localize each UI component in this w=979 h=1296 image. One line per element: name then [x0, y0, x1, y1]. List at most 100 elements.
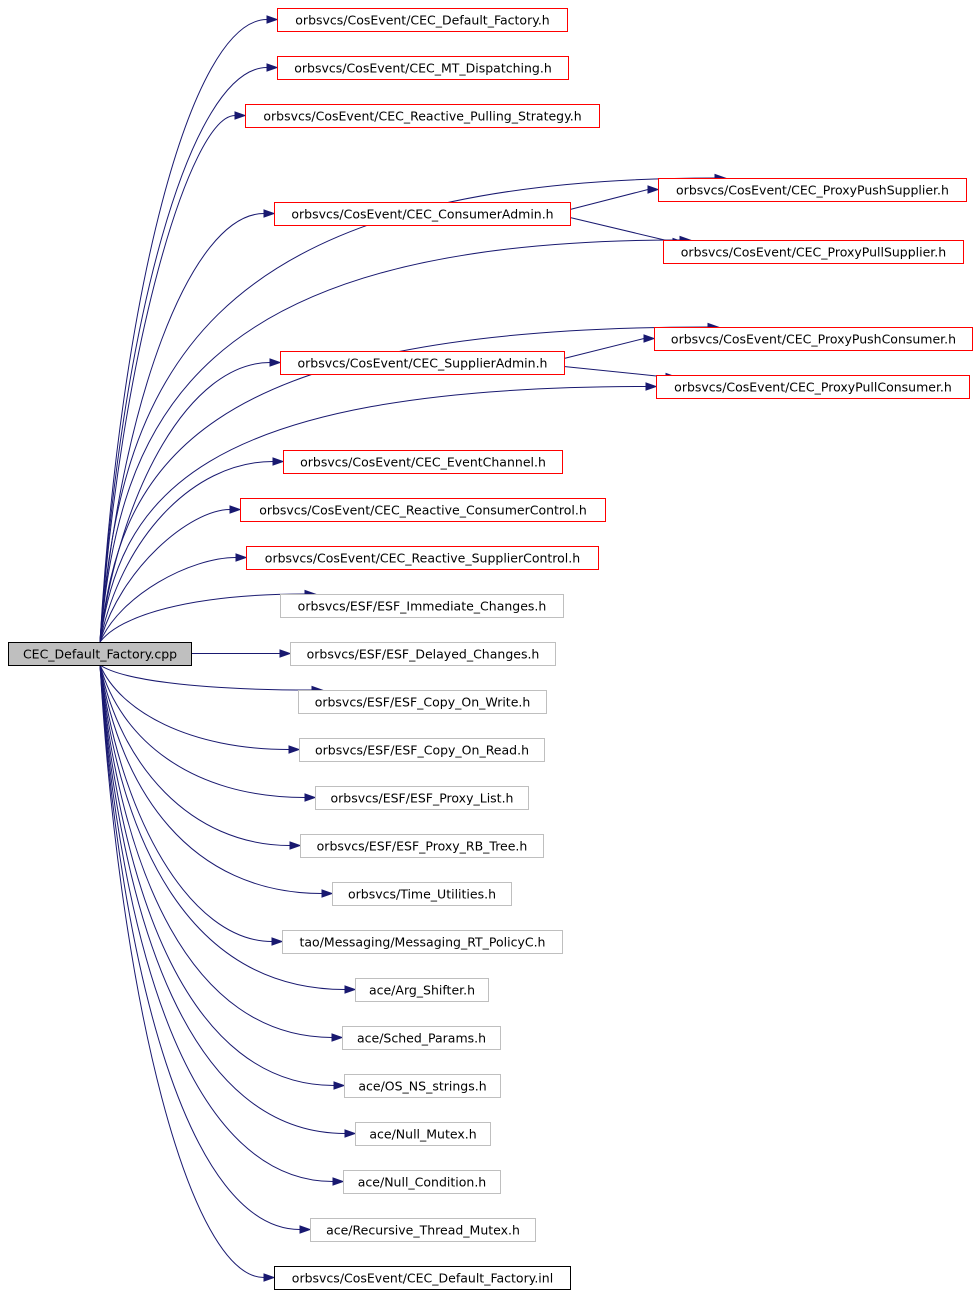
edge-root-n17: [99, 664, 317, 802]
node-label: orbsvcs/ESF/ESF_Copy_On_Read.h: [315, 743, 529, 758]
node-box: [355, 1122, 491, 1146]
include-node-n14[interactable]: orbsvcs/ESF/ESF_Delayed_Changes.h: [290, 642, 556, 666]
include-node-n12[interactable]: orbsvcs/CosEvent/CEC_Reactive_SupplierCo…: [246, 546, 599, 570]
arrowhead-root-n9: [645, 382, 658, 391]
edge-root-n25: [99, 664, 345, 1186]
node-label: orbsvcs/CosEvent/CEC_ProxyPullSupplier.h: [681, 245, 946, 260]
node-label: tao/Messaging/Messaging_RT_PolicyC.h: [300, 935, 546, 950]
include-node-n19[interactable]: orbsvcs/Time_Utilities.h: [332, 882, 512, 906]
node-label: orbsvcs/CosEvent/CEC_Default_Factory.h: [295, 13, 549, 28]
node-box: [298, 690, 547, 714]
node-label: orbsvcs/Time_Utilities.h: [348, 887, 496, 902]
node-label: orbsvcs/CosEvent/CEC_ProxyPushSupplier.h: [676, 183, 949, 198]
edge-root-n5: [99, 209, 276, 643]
include-node-n5[interactable]: orbsvcs/CosEvent/CEC_ConsumerAdmin.h: [274, 202, 571, 226]
include-node-n20[interactable]: tao/Messaging/Messaging_RT_PolicyC.h: [282, 930, 563, 954]
include-node-n25[interactable]: ace/Null_Condition.h: [343, 1170, 501, 1194]
edge-n8-n7: [563, 334, 656, 359]
node-label: ace/Sched_Params.h: [357, 1031, 486, 1046]
include-node-n7[interactable]: orbsvcs/CosEvent/CEC_ProxyPushConsumer.h: [654, 327, 973, 351]
node-label: orbsvcs/CosEvent/CEC_Default_Factory.inl: [292, 1271, 553, 1286]
arrowhead-root-n24: [344, 1129, 357, 1138]
node-box: [277, 56, 569, 80]
include-node-n2[interactable]: orbsvcs/CosEvent/CEC_MT_Dispatching.h: [277, 56, 569, 80]
edges-layer: [99, 15, 727, 1282]
node-label: ace/Null_Condition.h: [358, 1175, 486, 1190]
node-label: ace/Arg_Shifter.h: [369, 983, 475, 998]
include-node-n21[interactable]: ace/Arg_Shifter.h: [355, 978, 489, 1002]
node-label: orbsvcs/ESF/ESF_Proxy_List.h: [331, 791, 514, 806]
include-node-n15[interactable]: orbsvcs/ESF/ESF_Copy_On_Write.h: [298, 690, 547, 714]
arrowhead-root-n26: [299, 1225, 312, 1234]
edge-root-n2: [99, 63, 279, 643]
node-box: [315, 786, 529, 810]
include-node-n18[interactable]: orbsvcs/ESF/ESF_Proxy_RB_Tree.h: [300, 834, 544, 858]
arrowhead-root-n16: [288, 745, 301, 754]
include-node-n8[interactable]: orbsvcs/CosEvent/CEC_SupplierAdmin.h: [280, 351, 565, 375]
include-node-n11[interactable]: orbsvcs/CosEvent/CEC_Reactive_ConsumerCo…: [240, 498, 606, 522]
edge-root-n20: [99, 664, 284, 946]
arrowhead-root-n17: [304, 793, 317, 802]
arrowhead-root-n2: [266, 63, 279, 72]
node-box: [654, 327, 973, 351]
include-node-n9[interactable]: orbsvcs/CosEvent/CEC_ProxyPullConsumer.h: [656, 375, 970, 399]
arrowhead-root-n10: [272, 457, 285, 466]
include-node-n10[interactable]: orbsvcs/CosEvent/CEC_EventChannel.h: [283, 450, 563, 474]
root-node[interactable]: CEC_Default_Factory.cpp: [8, 642, 192, 666]
include-node-n6[interactable]: orbsvcs/CosEvent/CEC_ProxyPullSupplier.h: [663, 240, 964, 264]
arrowhead-root-n22: [331, 1033, 344, 1042]
node-label: orbsvcs/ESF/ESF_Proxy_RB_Tree.h: [317, 839, 528, 854]
node-label: orbsvcs/CosEvent/CEC_Reactive_Pulling_St…: [263, 109, 581, 124]
include-node-n4[interactable]: orbsvcs/CosEvent/CEC_ProxyPushSupplier.h: [658, 178, 967, 202]
include-node-n24[interactable]: ace/Null_Mutex.h: [355, 1122, 491, 1146]
arrowhead-root-n21: [344, 985, 357, 994]
include-node-n26[interactable]: ace/Recursive_Thread_Mutex.h: [310, 1218, 536, 1242]
include-node-n13[interactable]: orbsvcs/ESF/ESF_Immediate_Changes.h: [280, 594, 564, 618]
node-box: [290, 642, 556, 666]
node-box: [8, 642, 192, 666]
edge-root-n21: [99, 664, 357, 994]
node-box: [656, 375, 970, 399]
node-box: [299, 738, 545, 762]
include-node-n23[interactable]: ace/OS_NS_strings.h: [344, 1074, 501, 1098]
node-label: orbsvcs/CosEvent/CEC_ProxyPullConsumer.h: [674, 380, 952, 395]
edge-root-n12: [99, 553, 248, 643]
arrowhead-root-n12: [235, 553, 248, 562]
edge-root-n10: [99, 457, 285, 643]
edge-root-n9: [99, 382, 658, 643]
edge-n5-n4: [569, 185, 660, 210]
include-node-n22[interactable]: ace/Sched_Params.h: [342, 1026, 501, 1050]
node-label: orbsvcs/CosEvent/CEC_Reactive_ConsumerCo…: [259, 503, 587, 518]
edge-root-n6: [99, 235, 692, 643]
include-node-n3[interactable]: orbsvcs/CosEvent/CEC_Reactive_Pulling_St…: [245, 104, 600, 128]
node-label: ace/Null_Mutex.h: [369, 1127, 476, 1142]
node-box: [355, 978, 489, 1002]
node-box: [332, 882, 512, 906]
include-node-n16[interactable]: orbsvcs/ESF/ESF_Copy_On_Read.h: [299, 738, 545, 762]
node-box: [344, 1074, 501, 1098]
node-box: [343, 1170, 501, 1194]
node-box: [663, 240, 964, 264]
node-label: orbsvcs/ESF/ESF_Copy_On_Write.h: [315, 695, 531, 710]
node-box: [245, 104, 600, 128]
node-box: [342, 1026, 501, 1050]
edge-root-n16: [99, 664, 301, 754]
arrowhead-root-n18: [289, 841, 302, 850]
edge-root-n14: [191, 649, 292, 658]
edge-root-n19: [99, 664, 334, 898]
include-node-n27[interactable]: orbsvcs/CosEvent/CEC_Default_Factory.inl: [274, 1266, 571, 1290]
node-label: orbsvcs/CosEvent/CEC_MT_Dispatching.h: [294, 61, 552, 76]
node-label: CEC_Default_Factory.cpp: [23, 647, 177, 662]
node-box: [246, 546, 599, 570]
include-node-n17[interactable]: orbsvcs/ESF/ESF_Proxy_List.h: [315, 786, 529, 810]
node-label: ace/Recursive_Thread_Mutex.h: [326, 1223, 520, 1238]
edge-root-n11: [99, 505, 242, 643]
node-label: ace/OS_NS_strings.h: [358, 1079, 486, 1094]
arrowhead-root-n1: [266, 15, 279, 24]
node-label: orbsvcs/CosEvent/CEC_SupplierAdmin.h: [298, 356, 548, 371]
include-node-n1[interactable]: orbsvcs/CosEvent/CEC_Default_Factory.h: [277, 8, 568, 32]
node-label: orbsvcs/CosEvent/CEC_ProxyPushConsumer.h: [671, 332, 956, 347]
node-box: [240, 498, 606, 522]
arrowhead-root-n25: [332, 1177, 345, 1186]
edge-root-n24: [99, 664, 357, 1138]
